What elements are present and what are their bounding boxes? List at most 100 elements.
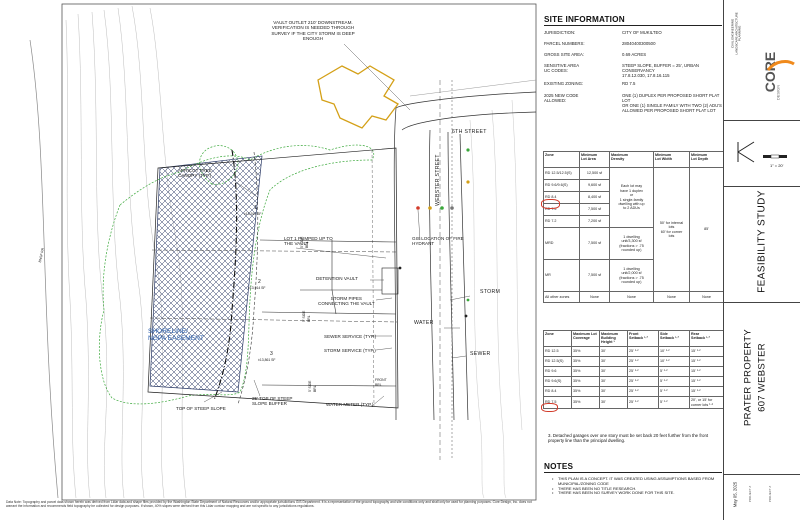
front-brl-label: FRONT BRL	[375, 378, 387, 388]
lot-number-1: 1	[254, 205, 257, 211]
zone-cell: RD 9.6/9.6(S)	[543, 179, 580, 192]
width-cell: 50' for internal lots 60' for corner lot…	[653, 167, 690, 292]
setback-table-header: Zone Maximum Lot Coverage Maximum Buildi…	[543, 330, 724, 347]
zone-cell: RD 8.4	[543, 386, 572, 397]
site-key: EXISTING ZONING:	[544, 81, 584, 86]
project-number-label: PROJECT #	[768, 485, 772, 503]
side-setback-label: 5' SIDE BRL	[308, 380, 318, 392]
zone-table-header: Zone Minimum Lot Area Maximum Density Mi…	[543, 151, 724, 168]
utility-label-storm: STORM	[480, 289, 501, 295]
site-value: RD 7.5	[622, 81, 636, 86]
site-key: 2025 NEW CODE ALLOWED:	[544, 93, 579, 103]
side-cell: 5' ¹·²	[658, 376, 690, 387]
site-info-title: SITE INFORMATION	[544, 15, 625, 24]
callout-water-meter: WATER METER (TYP.)	[326, 402, 374, 407]
lot-area-3: ±13,861 SF	[258, 358, 276, 362]
title-divider	[724, 186, 800, 187]
zone-cell: RD 9.6	[543, 366, 572, 377]
callout-top-steep-slope: TOP OF STEEP SLOPE	[176, 406, 226, 411]
site-key: SENSITIVE AREA UC CODES:	[544, 63, 580, 73]
callout-steep-buffer: 25' TOP OF STEEP SLOPE BUFFER	[252, 396, 293, 407]
coverage-cell: 35%	[571, 346, 600, 357]
zone-cell: RD 7.2	[543, 215, 580, 228]
rear-cell: 20', or 15' for corner lots ¹·²	[689, 396, 724, 409]
zone-cell: MRD	[543, 227, 580, 260]
column-header: Zone	[543, 330, 572, 347]
zone-cell: RD 12.5(S)	[543, 356, 572, 367]
core-logo-subtext: DESIGN	[775, 84, 781, 101]
area-cell: 9,600 sf	[579, 179, 610, 192]
coverage-cell: 35%	[571, 366, 600, 377]
area-cell: 7,500 sf	[579, 203, 610, 216]
setback-table: Zone Maximum Lot Coverage Maximum Buildi…	[543, 330, 724, 409]
height-cell: 30'	[599, 386, 628, 397]
table-row: RD 9.6(S) 35% 30' 25' ¹·² 5' ¹·² 15' ¹·²	[543, 376, 724, 387]
table-row: RD 8.4 8,400 sf	[543, 191, 724, 204]
column-header: Minimum Lot Depth	[689, 151, 724, 168]
area-cell: 7,200 sf	[579, 215, 610, 228]
coverage-cell: 35%	[571, 396, 600, 409]
rear-cell: 15' ¹·²	[689, 366, 724, 377]
zone-cell: All other zones	[543, 291, 580, 303]
title-divider	[724, 120, 800, 121]
height-cell: 30'	[599, 376, 628, 387]
site-value: CITY OF MUKILTEO	[622, 30, 662, 35]
project-name: PRATER PROPERTY	[742, 328, 754, 427]
height-cell: 30'	[599, 396, 628, 409]
garage-footnote: 3. Detached garages over one story must …	[548, 433, 709, 444]
table-row: RD 9.6 35% 30' 25' ¹·² 5' ¹·² 15' ¹·²	[543, 366, 724, 377]
callout-sewer-service: SEWER SERVICE (TYP.)	[324, 334, 377, 339]
title-divider	[724, 474, 800, 475]
front-cell: 25' ¹·²	[627, 396, 659, 409]
side-setback-label: 5' SIDE BRL	[300, 236, 310, 248]
column-header: Rear Setback ¹·²	[689, 330, 724, 347]
data-note: Data Note: Topography and parcel data sh…	[6, 500, 532, 508]
site-value: 0.69 ACRES	[622, 52, 647, 57]
column-header: Zone	[543, 151, 580, 168]
coverage-cell: 35%	[571, 386, 600, 397]
zone-cell: MR	[543, 259, 580, 292]
side-cell: 5' ¹·²	[658, 386, 690, 397]
density-cell: Each lot may have 1 duplex or 1 single-f…	[609, 167, 654, 228]
zoning-highlight-circle	[541, 199, 560, 209]
callout-detention-vault: DETENTION VAULT	[316, 276, 358, 281]
table-row: RD 12.5(S) 35% 30' 25' ¹·² 10' ¹·² 15' ¹…	[543, 356, 724, 367]
height-cell: 30'	[599, 356, 628, 367]
table-row: RD 12.5 35% 30' 25' ¹·² 10' ¹·² 15' ¹·²	[543, 346, 724, 357]
area-cell: None	[579, 291, 610, 303]
zone-cell: RD 12.5	[543, 346, 572, 357]
area-cell: 7,500 sf	[579, 259, 610, 292]
site-value: 28040400300500	[622, 41, 656, 46]
site-plan: VAULT OUTLET 210' DOWNSTREAM. VERIFICATI…	[29, 3, 537, 501]
zone-cell: RD 9.6(S)	[543, 376, 572, 387]
lot-area-1: ±13,914 SF	[244, 212, 262, 216]
density-cell: None	[609, 291, 654, 303]
coverage-cell: 35%	[571, 356, 600, 367]
title-divider	[724, 302, 800, 303]
project-number-label: PROJECT #	[748, 485, 752, 503]
scale-bar-icon	[763, 154, 787, 159]
callout-apricot-tree: APRICOT TREE CANOPY (TYP.)	[178, 168, 212, 179]
callout-lot1-pumped: LOT 1 PUMPED UP TO THE VAULT	[284, 236, 333, 247]
column-header: Maximum Density	[609, 151, 654, 168]
column-header: Minimum Lot Area	[579, 151, 610, 168]
sheet-study-title: FEASIBILITY STUDY	[756, 190, 768, 293]
notes-title: NOTES	[544, 462, 574, 471]
plan-drawing	[29, 3, 537, 501]
density-cell: 1 dwelling unit/3,300 sf (fractions > .7…	[609, 227, 654, 260]
table-row: RD 7.5 35% 30' 25' ¹·² 5' ¹·² 20', or 15…	[543, 396, 724, 409]
rear-cell: 15' ¹·²	[689, 386, 724, 397]
firm-disciplines: CIVIL ENGINEERING LANDSCAPE ARCHITECTURE…	[730, 12, 742, 55]
site-key: PARCEL NUMBERS:	[544, 41, 585, 46]
front-cell: 25' ¹·²	[627, 366, 659, 377]
area-cell: 7,500 sf	[579, 227, 610, 260]
site-info-rule	[544, 25, 722, 26]
depth-cell: None	[689, 291, 724, 303]
table-row: RD 7.5 7,500 sf	[543, 203, 724, 216]
lot-area-2: ±13,914 SF	[248, 286, 266, 290]
height-cell: 30'	[599, 346, 628, 357]
density-cell: 1 dwelling unit/2,000 sf (fractions > .7…	[609, 259, 654, 292]
callout-gis-hydrant: GIS LOCATION OF FIRE HYDRANT	[412, 236, 464, 247]
sheet-date: May 05, 2025	[732, 481, 738, 508]
